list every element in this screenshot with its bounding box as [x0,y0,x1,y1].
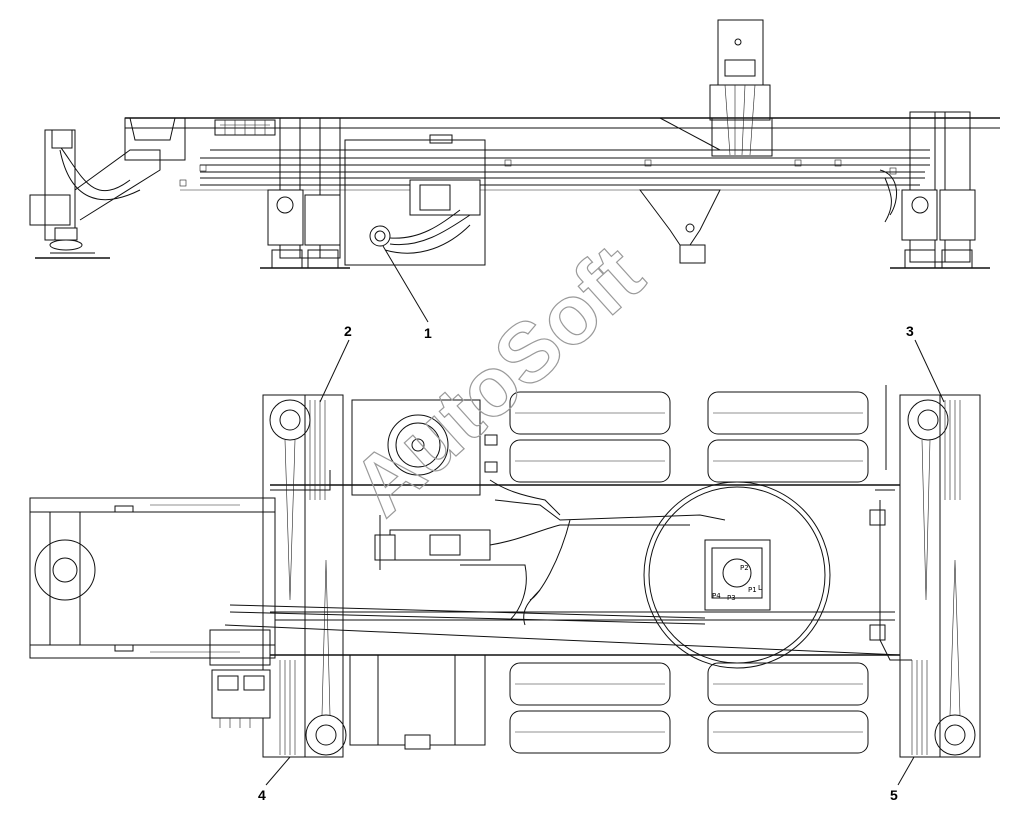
callout-5: 5 [890,787,898,803]
port-label-p2: P2 [740,564,749,572]
watermark: AutoSoft [334,226,660,533]
port-label-p1: P1 [748,586,757,594]
callout-3: 3 [906,323,914,339]
side-view [29,19,1000,269]
port-label-p3: P3 [727,594,736,602]
port-label-p4: P4 [712,592,721,600]
callout-4: 4 [258,787,266,803]
port-label-l: L [758,584,762,592]
pump-port-labels: P4 P3 P2 P1 L [712,564,762,602]
callouts: 1 2 3 4 5 [258,245,945,803]
callout-1: 1 [424,325,432,341]
callout-2: 2 [344,323,352,339]
plan-view [29,385,981,758]
